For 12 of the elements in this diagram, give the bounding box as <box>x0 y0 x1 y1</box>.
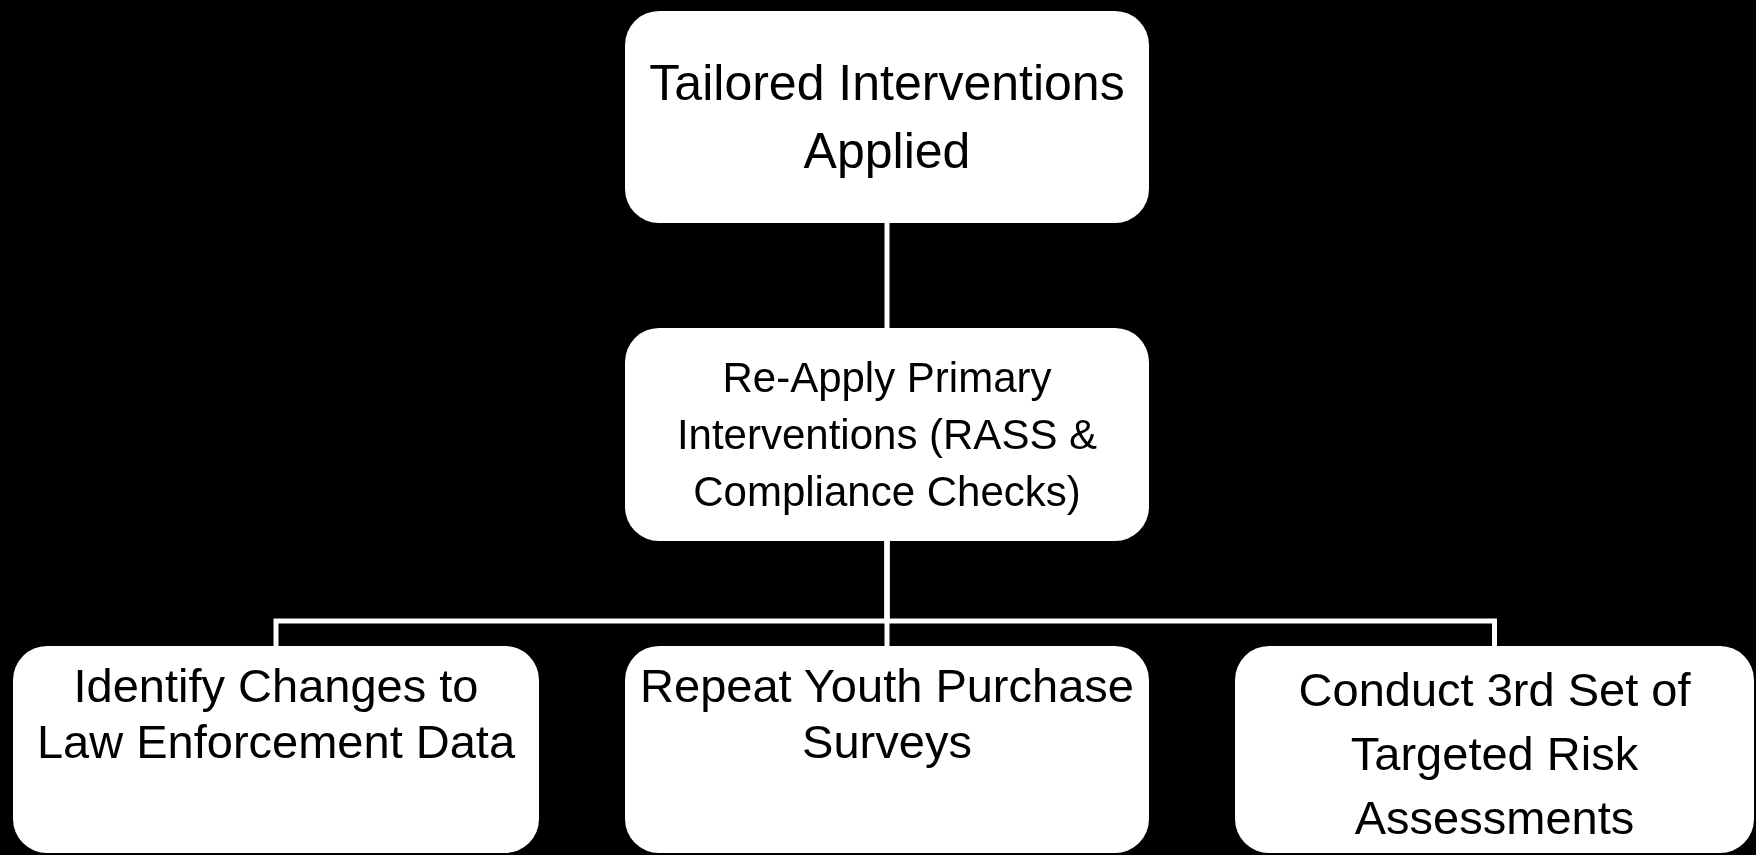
connector-line <box>884 541 1497 646</box>
process-box <box>625 646 1149 853</box>
process-box <box>625 11 1149 223</box>
process-box <box>1235 646 1754 853</box>
box-label: Identify Changes to Law Enforcement Data <box>35 658 517 770</box>
process-box <box>13 646 539 853</box>
box-label: Tailored Interventions Applied <box>648 54 1126 181</box>
process-box <box>625 328 1149 541</box>
box-label: Repeat Youth Purchase Surveys <box>639 658 1135 770</box>
box-label: Conduct 3rd Set of Targeted Risk Assessments <box>1297 662 1692 846</box>
box-label: Re-Apply Primary Interventions (RASS & Compliance Checks) <box>675 353 1099 517</box>
connector-line <box>884 223 890 328</box>
